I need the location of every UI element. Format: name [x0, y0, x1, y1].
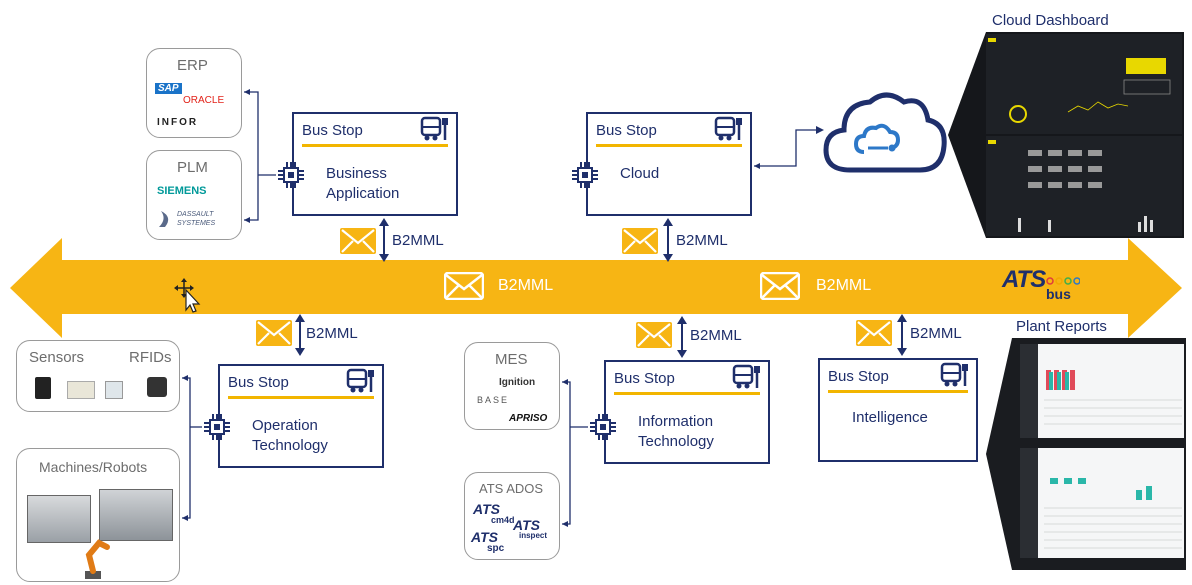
- sensor-device-icon: [35, 377, 51, 399]
- ados-box: ATS ADOS ATS cm4d ATS inspect ATS spc: [464, 472, 560, 560]
- rfids-title: RFIDs: [129, 349, 172, 366]
- ibase-logo: BASE: [477, 395, 510, 405]
- plm-title: PLM: [177, 159, 208, 176]
- erp-box: ERP SAP ORACLE INFOR: [146, 48, 242, 138]
- machines-box: Machines/Robots: [16, 448, 180, 582]
- bus-label-1: B2MML: [498, 277, 554, 294]
- bus-stop-name: Information: [638, 413, 714, 430]
- ignition-logo: Ignition: [499, 377, 536, 388]
- ats-logo: ATS: [471, 529, 498, 545]
- ats-logo: ATS: [513, 517, 540, 533]
- dassault-logo: DASSAULT: [177, 211, 214, 218]
- bus-stop-name: Business: [326, 165, 387, 182]
- sensor-device-icon: [105, 381, 123, 399]
- bus-stop-icon: [940, 362, 968, 387]
- sap-logo: SAP: [155, 83, 182, 94]
- envelope-icon: [856, 320, 892, 346]
- bus-stop-name: Technology: [638, 433, 714, 450]
- plm-box: PLM SIEMENS DASSAULT SYSTEMES: [146, 150, 242, 240]
- double-arrow-icon: [295, 314, 305, 356]
- bus-stop-icon: [714, 116, 742, 141]
- bus-stop-header: Bus Stop: [614, 370, 675, 387]
- envelope-icon: [340, 228, 376, 254]
- robot-arm-icon: [85, 539, 110, 579]
- cloud-dashboard-title: Cloud Dashboard: [992, 12, 1109, 29]
- bus-stop-icon: [346, 368, 374, 393]
- chip-icon: [590, 414, 616, 440]
- bus-stop-header: Bus Stop: [596, 122, 657, 139]
- chip-icon: [278, 162, 304, 188]
- envelope-icon: [636, 322, 672, 348]
- bus-stop-name: Cloud: [620, 165, 660, 182]
- bus-stop-icon: [420, 116, 448, 141]
- bus-label-2: B2MML: [816, 277, 872, 294]
- plant-reports-screenshot: [986, 338, 1186, 570]
- envelope-icon: [444, 272, 484, 300]
- double-arrow-icon: [379, 218, 389, 262]
- chip-icon: [572, 162, 598, 188]
- double-arrow-icon: [897, 314, 907, 356]
- envelope-icon: [622, 228, 658, 254]
- sensors-title: Sensors: [29, 349, 85, 366]
- move-cursor-icon: [174, 278, 201, 313]
- sensors-box: Sensors RFIDs: [16, 340, 180, 412]
- bus-stop-name: Operation: [252, 417, 318, 434]
- connector-label-intelligence: B2MML: [910, 325, 962, 342]
- ats-logo: ATS: [473, 501, 500, 517]
- bus-stop-it[interactable]: Bus Stop Information Technology: [604, 360, 770, 464]
- double-arrow-icon: [663, 218, 673, 262]
- apriso-logo: APRISO: [509, 413, 548, 424]
- envelope-icon: [760, 272, 800, 300]
- bus-stop-name: Application: [326, 185, 400, 202]
- connector-label-ot: B2MML: [306, 325, 358, 342]
- oracle-logo: ORACLE: [183, 95, 225, 106]
- bus-stop-intelligence[interactable]: Bus Stop Intelligence: [818, 358, 978, 462]
- dassault-icon: [159, 211, 169, 227]
- infor-logo: INFOR: [157, 117, 199, 128]
- erp-title: ERP: [177, 57, 208, 74]
- bus-stop-business[interactable]: Bus Stop Business Application: [292, 112, 458, 216]
- connector-label-business: B2MML: [392, 232, 444, 249]
- double-arrow-icon: [677, 316, 687, 358]
- connector-label-it: B2MML: [690, 327, 742, 344]
- spc-logo: spc: [487, 543, 505, 554]
- bus-stop-cloud[interactable]: Bus Stop Cloud: [586, 112, 752, 216]
- plant-reports-title: Plant Reports: [1016, 318, 1107, 335]
- rfid-device-icon: [147, 377, 167, 397]
- cloud-icon: [823, 92, 947, 173]
- bus-stop-ot[interactable]: Bus Stop Operation Technology: [218, 364, 384, 468]
- chip-icon: [204, 414, 230, 440]
- bus-stop-name: Technology: [252, 437, 328, 454]
- ats-bus-logo: ATS bus: [1002, 266, 1092, 306]
- bus-stop-header: Bus Stop: [302, 122, 363, 139]
- sensor-device-icon: [67, 381, 95, 399]
- cloud-dashboard-screenshot: [948, 32, 1184, 238]
- machine-icon: [99, 489, 173, 541]
- mes-box: MES Ignition BASE APRISO: [464, 342, 560, 430]
- mes-title: MES: [495, 351, 528, 368]
- cm4d-logo: cm4d: [491, 515, 515, 525]
- bus-stop-header: Bus Stop: [828, 368, 889, 385]
- machine-icon: [27, 495, 91, 543]
- bus-stop-name: Intelligence: [852, 409, 928, 426]
- bus-stop-header: Bus Stop: [228, 374, 289, 391]
- ados-title: ATS ADOS: [479, 481, 544, 496]
- bus-stop-icon: [732, 364, 760, 389]
- connector-label-cloud: B2MML: [676, 232, 728, 249]
- inspect-logo: inspect: [519, 531, 548, 540]
- machines-title: Machines/Robots: [39, 459, 148, 475]
- systemes-logo: SYSTEMES: [177, 220, 216, 227]
- siemens-logo: SIEMENS: [157, 185, 207, 197]
- envelope-icon: [256, 320, 292, 346]
